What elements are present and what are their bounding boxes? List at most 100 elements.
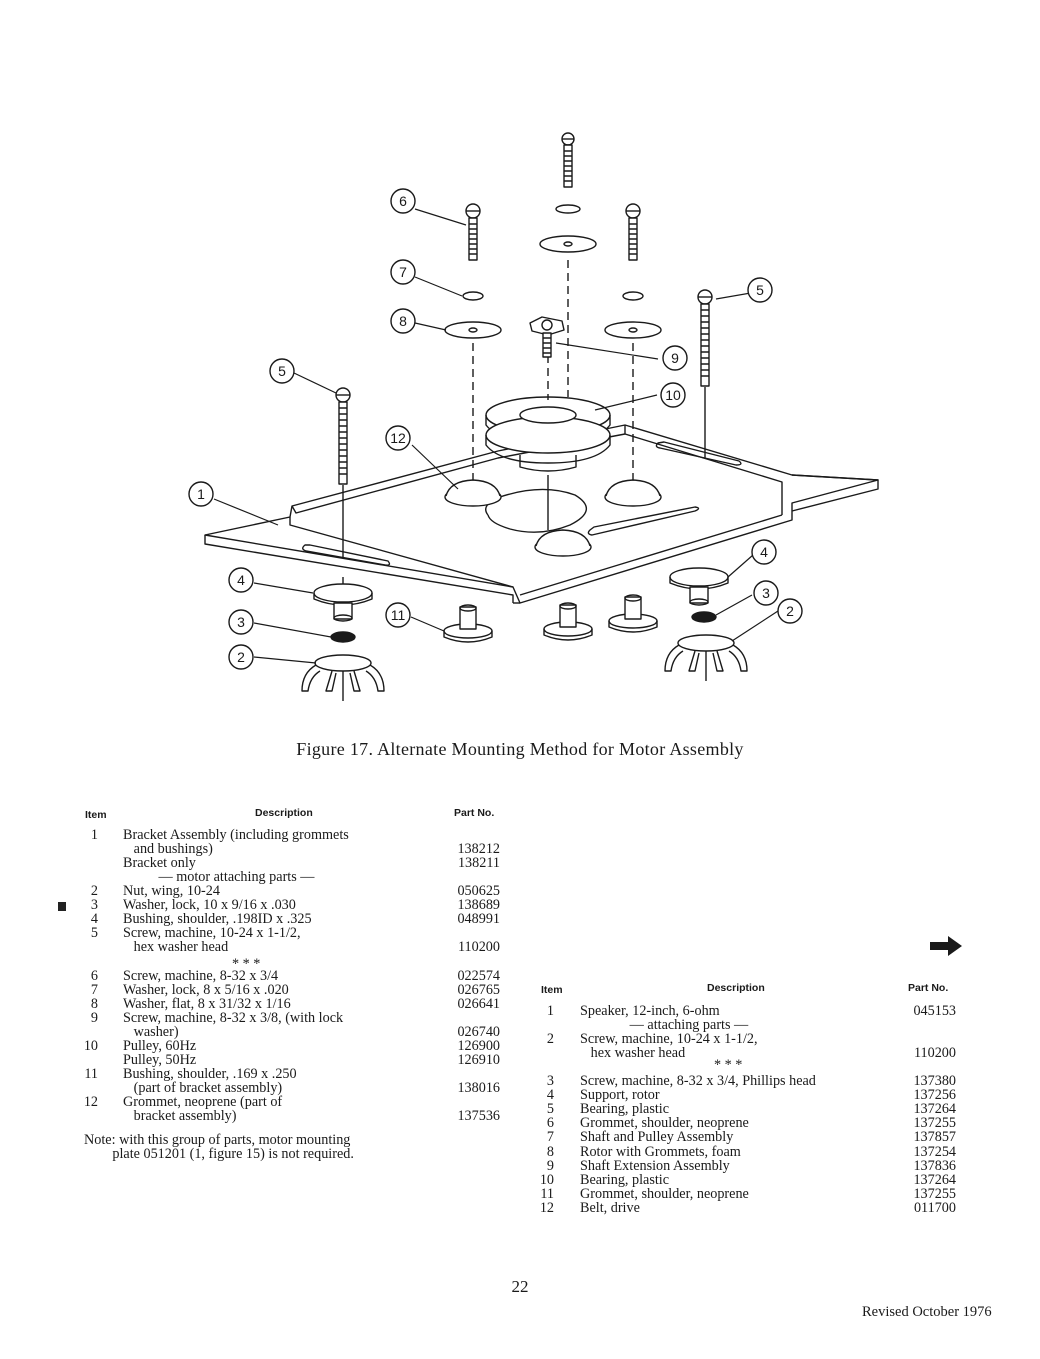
row-part-number: 110200 — [457, 939, 500, 956]
row-description: hex washer head — [580, 1045, 686, 1062]
callout-1 — [188, 481, 214, 507]
row-part-number: 137380 — [913, 1073, 956, 1090]
row-description: (part of bracket assembly) — [123, 1079, 283, 1096]
row-item-number: 1 — [90, 827, 98, 843]
row-description: Speaker, 12-inch, 6-ohm — [580, 1003, 720, 1019]
callout-label-2-left: 2 — [237, 649, 245, 665]
row-item-number: 12 — [539, 1199, 554, 1216]
callout-label-5-right: 5 — [756, 282, 764, 298]
row-description: Screw, machine, 8-32 x 3/4, Phillips hea… — [580, 1073, 816, 1090]
callout-label-8: 8 — [399, 313, 407, 329]
row-part-number: 048991 — [457, 911, 500, 928]
right-under-hardware — [664, 567, 748, 681]
row-part-number: 026765 — [457, 981, 500, 998]
row-item-number: 3 — [546, 1073, 554, 1090]
row-item-number: 10 — [539, 1171, 554, 1188]
row-description: Screw, machine, 8-32 x 3/8, (with lock — [123, 1009, 344, 1026]
row-description: Bearing, plastic — [580, 1101, 670, 1118]
note-line-2: plate 051201 (1, figure 15) is not requi… — [84, 1146, 354, 1162]
row-item-number: 3 — [90, 897, 98, 914]
callout-10 — [660, 382, 686, 408]
callout-11 — [385, 602, 411, 628]
revision-date: Revised October 1976 — [862, 1304, 992, 1320]
screw-right-stack — [604, 203, 662, 339]
row-description: Shaft and Pulley Assembly — [580, 1129, 734, 1146]
separator-stars: * * * — [714, 1057, 743, 1073]
row-part-number: 138016 — [457, 1079, 500, 1096]
callout-label-7: 7 — [399, 264, 407, 280]
top-screw — [539, 132, 597, 253]
row-part-number: 137255 — [913, 1115, 956, 1132]
right-slot — [655, 441, 742, 466]
row-part-number: 137836 — [913, 1157, 956, 1174]
row-part-number: 126900 — [457, 1037, 500, 1054]
row-part-number: 137264 — [913, 1101, 956, 1118]
callout-5-left — [269, 358, 295, 384]
header-part-no: Part No. — [454, 807, 495, 819]
row-part-number: 137256 — [913, 1087, 956, 1104]
row-item-number: 7 — [546, 1129, 554, 1146]
callout-2-left — [228, 644, 254, 670]
callout-label-4-left: 4 — [237, 572, 245, 588]
row-part-number: 011700 — [913, 1199, 956, 1216]
header-part-no: Part No. — [908, 982, 949, 994]
callout-12 — [385, 425, 411, 451]
row-description: washer) — [123, 1023, 179, 1040]
row-description: bracket assembly) — [123, 1108, 237, 1124]
row-description: hex washer head — [123, 939, 229, 956]
row-description: Rotor with Grommets, foam — [580, 1143, 741, 1160]
row-item-number: 5 — [546, 1101, 554, 1118]
row-item-number: 5 — [90, 925, 98, 942]
callout-label-11: 11 — [391, 607, 406, 623]
screw-5-right — [697, 289, 713, 458]
row-description: Bracket Assembly (including grommets — [123, 827, 349, 843]
row-item-number: 2 — [90, 883, 98, 900]
row-part-number: 022574 — [457, 967, 500, 984]
callout-2-right — [777, 598, 803, 624]
row-part-number: 137536 — [457, 1108, 500, 1124]
row-description: — attaching parts — — [580, 1017, 749, 1034]
continue-arrow-icon — [930, 936, 962, 956]
row-part-number: 026740 — [457, 1023, 500, 1040]
figure-caption: Figure 17. Alternate Mounting Method for… — [296, 739, 744, 759]
row-part-number: 138212 — [457, 841, 500, 858]
row-description: Bearing, plastic — [580, 1171, 670, 1188]
motor-assembly-diagram: 6 7 8 5 12 1 5 9 10 4 4 3 2 11 3 2 — [188, 132, 879, 701]
callout-4-right — [751, 539, 777, 565]
separator-stars: * * * — [232, 956, 261, 972]
left-under-hardware — [301, 583, 385, 701]
row-description: Washer, lock, 10 x 9/16 x .030 — [123, 897, 296, 914]
pulley — [485, 396, 611, 530]
callout-label-3-left: 3 — [237, 614, 245, 630]
row-description: Grommet, shoulder, neoprene — [580, 1115, 749, 1132]
row-description: Screw, machine, 10-24 x 1-1/2, — [123, 925, 301, 942]
row-item-number: 11 — [84, 1065, 98, 1082]
callout-labels: 6 7 8 5 12 1 5 9 10 4 4 3 2 11 3 2 — [197, 193, 794, 665]
screw-9 — [529, 316, 565, 358]
row-item-number: 1 — [546, 1003, 554, 1019]
front-slot — [587, 506, 700, 536]
row-part-number: 137255 — [913, 1185, 956, 1202]
callout-label-12: 12 — [390, 430, 406, 446]
row-description: Grommet, neoprene (part of — [123, 1093, 283, 1110]
row-item-number: 6 — [90, 967, 98, 984]
row-item-number: 9 — [546, 1157, 554, 1174]
note-line-1: Note: with this group of parts, motor mo… — [84, 1132, 351, 1148]
row-part-number: 026641 — [457, 995, 500, 1012]
row-part-number: 045153 — [913, 1003, 956, 1019]
callout-label-6: 6 — [399, 193, 407, 209]
row-item-number: 4 — [90, 911, 98, 928]
header-description: Description — [707, 982, 765, 994]
callout-label-10: 10 — [665, 387, 681, 403]
row-description: Bushing, shoulder, .198ID x .325 — [123, 911, 312, 928]
row-description: Screw, machine, 8-32 x 3/4 — [123, 967, 279, 984]
row-part-number: 050625 — [457, 883, 500, 900]
row-description: Bushing, shoulder, .169 x .250 — [123, 1065, 297, 1082]
row-description: Belt, drive — [580, 1199, 640, 1216]
exploded-view-figure: 6 7 8 5 12 1 5 9 10 4 4 3 2 11 3 2 — [170, 125, 890, 715]
row-part-number: 137264 — [913, 1171, 956, 1188]
row-description: Pulley, 60Hz — [123, 1037, 197, 1054]
row-item-number: 4 — [546, 1087, 554, 1104]
